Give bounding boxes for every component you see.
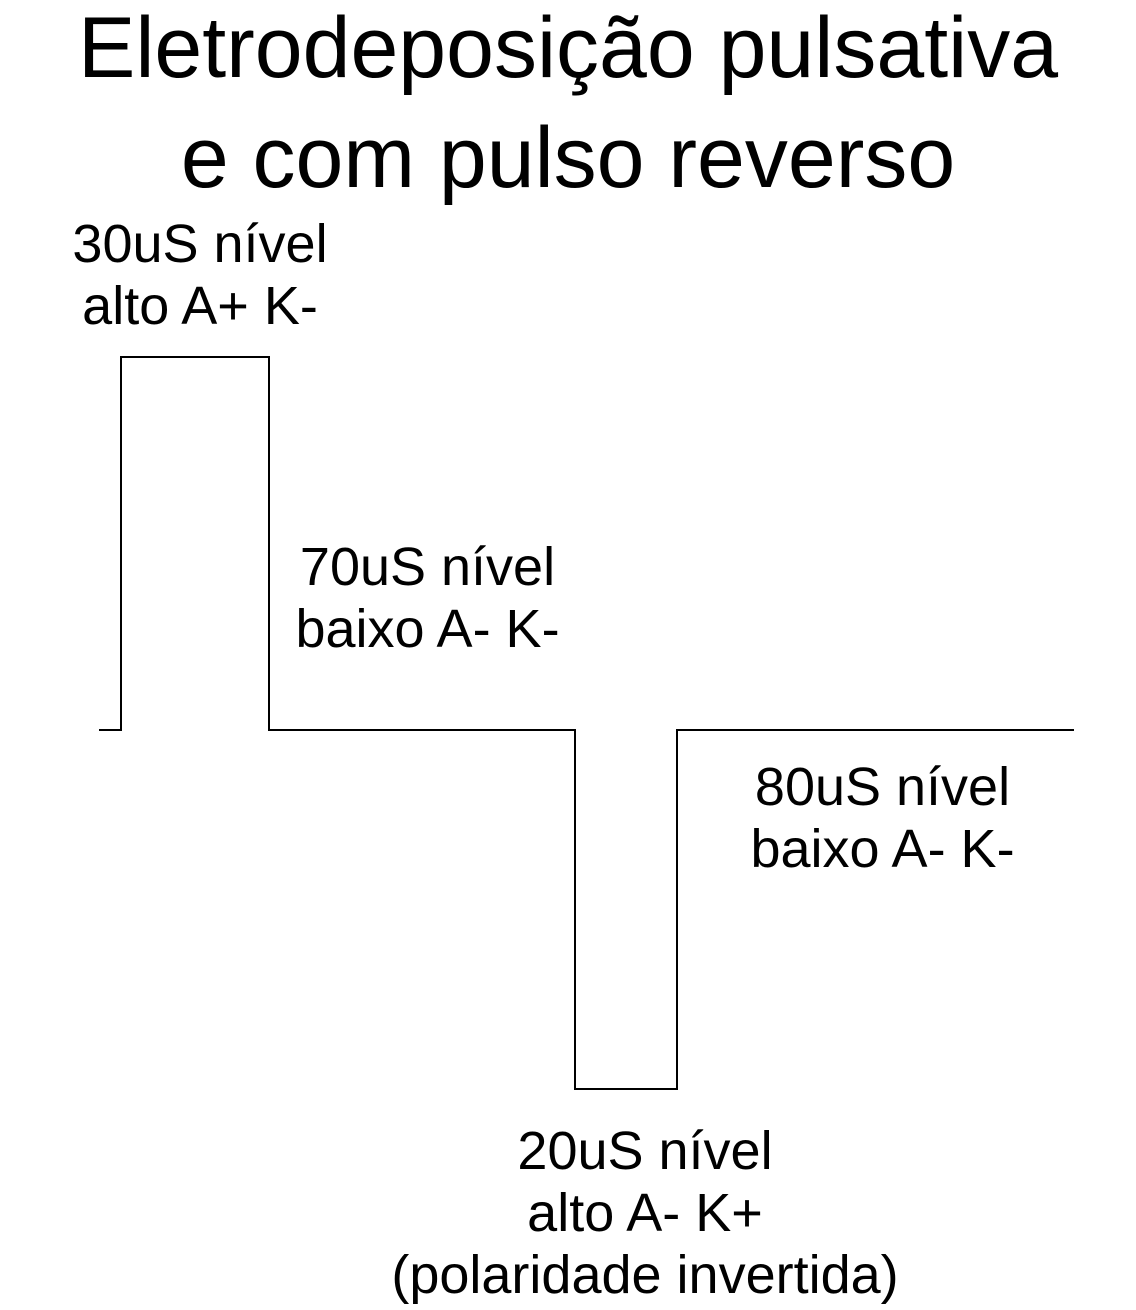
waveform-line bbox=[99, 356, 1074, 1090]
label-low-level-1-line-2: baixo A- K- bbox=[295, 599, 560, 659]
label-reverse-pulse-line-2: alto A- K+ bbox=[527, 1183, 763, 1243]
label-low-level-2-line-2: baixo A- K- bbox=[750, 819, 1015, 879]
diagram-title-line-2: e com pulso reverso bbox=[180, 110, 956, 206]
label-low-level-2-line-1: 80uS nível bbox=[754, 757, 1011, 817]
label-high-pulse-line-2: alto A+ K- bbox=[82, 276, 318, 336]
label-reverse-pulse: 20uS nível alto A- K+ (polaridade invert… bbox=[330, 1120, 960, 1306]
label-high-pulse-line-1: 30uS nível bbox=[72, 214, 328, 274]
label-high-pulse: 30uS nível alto A+ K- bbox=[40, 213, 360, 337]
label-low-level-2: 80uS nível baixo A- K- bbox=[720, 756, 1045, 880]
diagram-title-line-1: Eletrodeposição pulsativa bbox=[77, 0, 1059, 96]
label-reverse-pulse-line-1: 20uS nível bbox=[517, 1121, 773, 1181]
label-low-level-1: 70uS nível baixo A- K- bbox=[265, 536, 590, 660]
label-reverse-pulse-line-3: (polaridade invertida) bbox=[391, 1245, 899, 1305]
label-low-level-1-line-1: 70uS nível bbox=[299, 537, 556, 597]
